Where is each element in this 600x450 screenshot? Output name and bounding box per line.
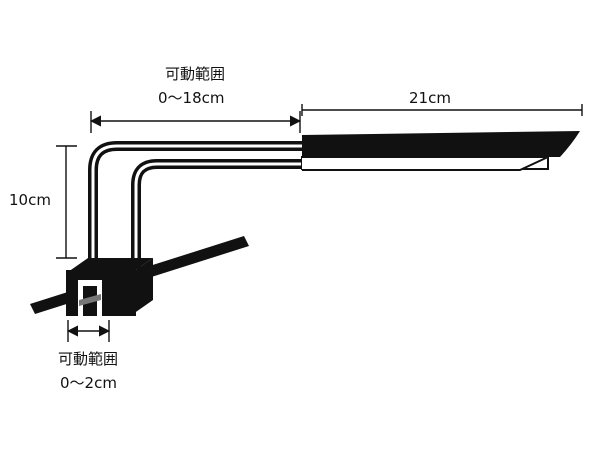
bottom-range-title: 可動範囲 <box>58 350 119 368</box>
height-label: 10cm <box>9 191 51 209</box>
outer-arm-inner <box>91 144 305 272</box>
blade-tip <box>302 131 580 157</box>
bottom-range-value: 0～2cm <box>60 374 117 392</box>
inner-arm-inner <box>134 162 305 272</box>
clamp-block <box>66 258 153 316</box>
top-range-title: 可動範囲 <box>165 65 226 83</box>
tip-length-label: 21cm <box>409 89 451 107</box>
blade-underside <box>302 156 549 171</box>
inner-arm-outline <box>131 159 305 272</box>
top-range-value: 0～18cm <box>158 89 225 107</box>
